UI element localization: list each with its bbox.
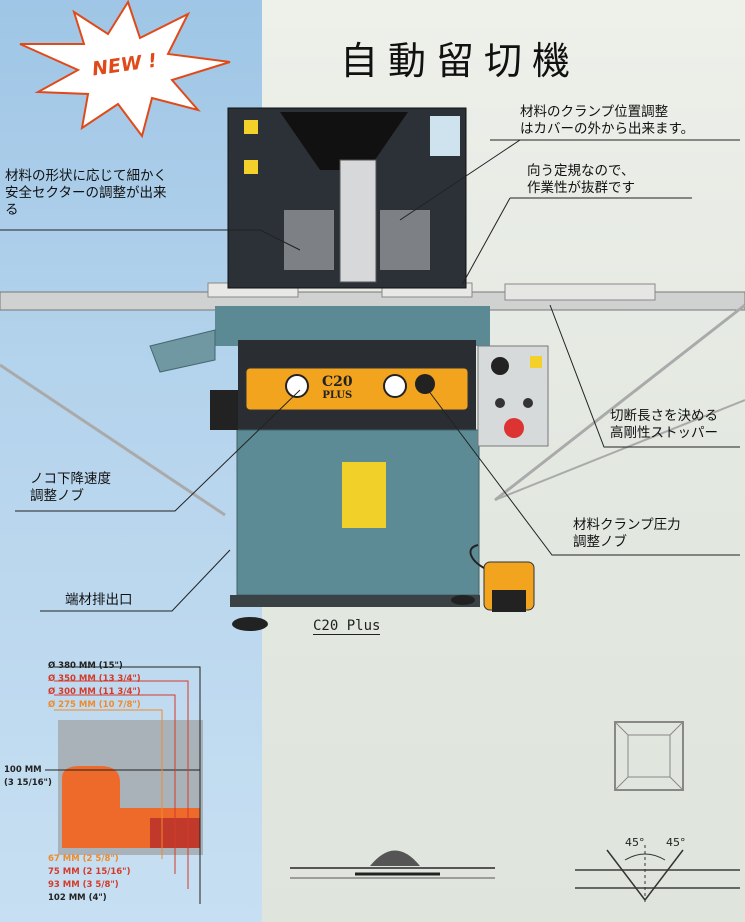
width-67: 67 MM (2 5/8"): [48, 854, 119, 864]
height-inch: (3 15/16"): [4, 778, 52, 788]
note-stopper-line1: 切断長さを決める: [610, 408, 718, 424]
note-stopper-line2: 高剛性ストッパー: [610, 425, 718, 441]
note-speed-line1: ノコ下降速度: [30, 471, 111, 487]
blade-sizes-list: Ø 380 MM (15") Ø 350 MM (13 3/4") Ø 300 …: [48, 660, 141, 712]
width-93: 93 MM (3 5/8"): [48, 880, 119, 890]
width-102: 102 MM (4"): [48, 893, 107, 903]
note-clamp-line1: 材料のクランプ位置調整: [520, 104, 669, 120]
note-pressure-knob: 材料クランプ圧力 調整ノブ: [573, 517, 681, 551]
height-label: 100 MM (3 15/16"): [4, 764, 52, 790]
width-75: 75 MM (2 15/16"): [48, 867, 131, 877]
note-scrap-outlet: 端材排出口: [65, 592, 133, 609]
model-caption: C20 Plus: [313, 618, 381, 635]
note-speed-line2: 調整ノブ: [30, 488, 84, 504]
note-safety-sector: 材料の形状に応じて細かく 安全セクターの調整が出来 る: [5, 168, 167, 219]
note-facing-line1: 向う定規なので、: [527, 163, 635, 179]
note-sector-line2: 安全セクターの調整が出来: [5, 185, 167, 201]
note-sector-line3: る: [5, 202, 19, 218]
blade-size-300: Ø 300 MM (11 3/4"): [48, 687, 141, 697]
note-pressure-line2: 調整ノブ: [573, 534, 627, 550]
angle-left-label: 45°: [625, 836, 645, 849]
note-facing-fence: 向う定規なので、 作業性が抜群です: [527, 163, 635, 197]
page-title: 自動留切機: [340, 39, 581, 83]
note-facing-line2: 作業性が抜群です: [527, 180, 635, 196]
cut-widths-list: 67 MM (2 5/8") 75 MM (2 15/16") 93 MM (3…: [48, 853, 131, 905]
panel-model-text: C20: [322, 374, 353, 390]
note-pressure-line1: 材料クランプ圧力: [573, 517, 681, 533]
note-clamp-line2: はカバーの外から出来ます。: [520, 121, 695, 137]
note-speed-knob: ノコ下降速度 調整ノブ: [30, 471, 111, 505]
blade-size-275: Ø 275 MM (10 7/8"): [48, 700, 141, 710]
note-outlet-line1: 端材排出口: [65, 592, 133, 608]
note-sector-line1: 材料の形状に応じて細かく: [5, 168, 167, 184]
angle-right-label: 45°: [666, 836, 686, 849]
blade-size-350: Ø 350 MM (13 3/4"): [48, 674, 141, 684]
height-mm: 100 MM: [4, 765, 42, 775]
panel-sub-text: PLUS: [322, 390, 353, 401]
note-stopper: 切断長さを決める 高剛性ストッパー: [610, 408, 718, 442]
new-starburst-icon: [19, 0, 231, 139]
blade-size-380: Ø 380 MM (15"): [48, 661, 123, 671]
control-panel-label: C20 PLUS: [322, 374, 353, 402]
note-clamp-adjust: 材料のクランプ位置調整 はカバーの外から出来ます。: [520, 104, 694, 138]
